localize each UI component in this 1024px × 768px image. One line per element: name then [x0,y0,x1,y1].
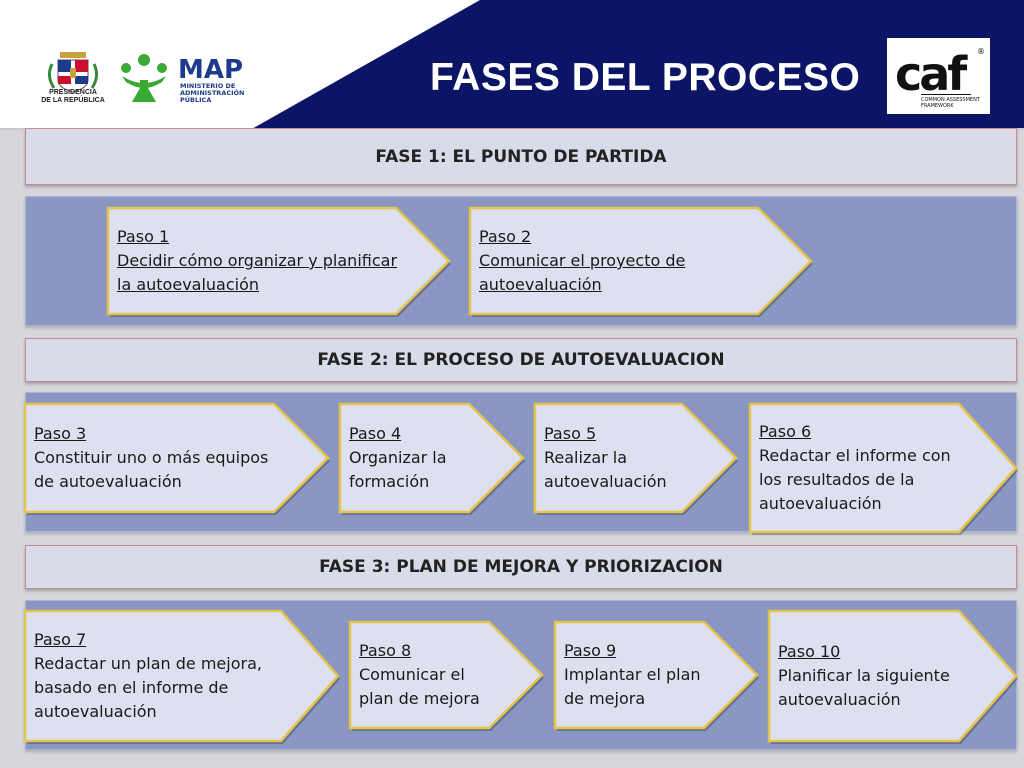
step-line: Constituir uno o más equipos [34,448,269,467]
step-title: Paso 9 [564,641,617,660]
presidencia-emblem-icon [47,52,99,93]
presidencia-label: PRESIDENCIA DE LA REPÚBLICA [41,89,105,104]
step-2: Paso 2 Comunicar el proyecto de autoevalua… [468,206,813,317]
step-arrow-shape [23,402,330,514]
step-title: Paso 10 [778,642,841,661]
step-title: Paso 7 [34,630,87,649]
caf-logo-sub-1: COMMON ASSESSMENT [921,97,981,103]
step-line: Comunicar el [359,665,465,684]
step-arrow-shape [338,402,525,514]
step-arrow-shape [468,206,813,316]
phase-1-bar: FASE 1: EL PUNTO DE PARTIDA [25,128,1017,185]
caf-logo-icon: caf ® COMMON ASSESSMENT FRAMEWORK [887,38,990,114]
step-line: Decidir cómo organizar y planificar [117,251,398,270]
step-9: Paso 9 Implantar el plan de mejora [553,620,759,731]
step-7: Paso 7 Redactar un plan de mejora, basado … [23,609,340,744]
step-arrow-shape [553,620,759,730]
step-line: Comunicar el proyecto de [479,251,686,270]
step-line: autoevaluación [544,472,667,491]
caf-logo-text: caf [895,47,968,101]
step-arrow-shape [348,620,544,730]
step-5: Paso 5 Realizar la autoevaluación [533,402,738,515]
step-title: Paso 4 [349,424,402,443]
step-3: Paso 3 Constituir uno o más equipos de aut… [23,402,330,515]
step-line: la autoevaluación [117,275,260,294]
map-logo-sub-1: MINISTERIO DE [180,82,235,90]
step-arrow-shape [106,206,451,316]
step-line: autoevaluación [479,275,602,294]
step-title: Paso 3 [34,424,87,443]
phase-2-bar: FASE 2: EL PROCESO DE AUTOEVALUACION [25,338,1017,382]
step-arrow-shape [533,402,738,514]
step-title: Paso 5 [544,424,597,443]
step-line: los resultados de la [759,470,915,489]
step-line: Planificar la siguiente [778,666,950,685]
step-line: Redactar el informe con [759,446,951,465]
step-arrow-shape [23,609,340,743]
map-logo-sub-2: ADMINISTRACIÓN [180,88,244,97]
step-title: Paso 6 [759,422,812,441]
step-arrow-shape [767,609,1018,743]
step-line: autoevaluación [759,494,882,513]
step-arrow-shape [748,402,1018,534]
step-line: Redactar un plan de mejora, [34,654,262,673]
header-band [0,0,1024,130]
step-title: Paso 2 [479,227,532,246]
step-4: Paso 4 Organizar la formación [338,402,525,515]
step-title: Paso 8 [359,641,412,660]
step-line: basado en el informe de [34,678,229,697]
step-8: Paso 8 Comunicar el plan de mejora [348,620,544,731]
step-1: Paso 1 Decidir cómo organizar y planifica… [106,206,451,317]
step-10: Paso 10 Planificar la siguiente autoevalua… [767,609,1018,744]
map-logo-sub-3: PÚBLICA [180,95,211,104]
phase-3-bar: FASE 3: PLAN DE MEJORA Y PRIORIZACION [25,545,1017,589]
step-line: Implantar el plan [564,665,701,684]
caf-registered-mark: ® [977,47,985,56]
step-line: formación [349,472,430,491]
caf-logo-sub-2: FRAMEWORK [921,103,954,109]
page-title: FASES DEL PROCESO [430,56,861,99]
step-line: autoevaluación [778,690,901,709]
map-logo-icon: MAP MINISTERIO DE ADMINISTRACIÓN PÚBLICA [121,54,244,104]
step-line: de autoevaluación [34,472,182,491]
step-line: autoevaluación [34,702,157,721]
step-line: plan de mejora [359,689,480,708]
step-title: Paso 1 [117,227,170,246]
step-6: Paso 6 Redactar el informe con los resulta… [748,402,1018,535]
map-logo-text: MAP [178,55,243,85]
step-line: Realizar la [544,448,628,467]
step-line: de mejora [564,689,646,708]
step-line: Organizar la [349,448,447,467]
